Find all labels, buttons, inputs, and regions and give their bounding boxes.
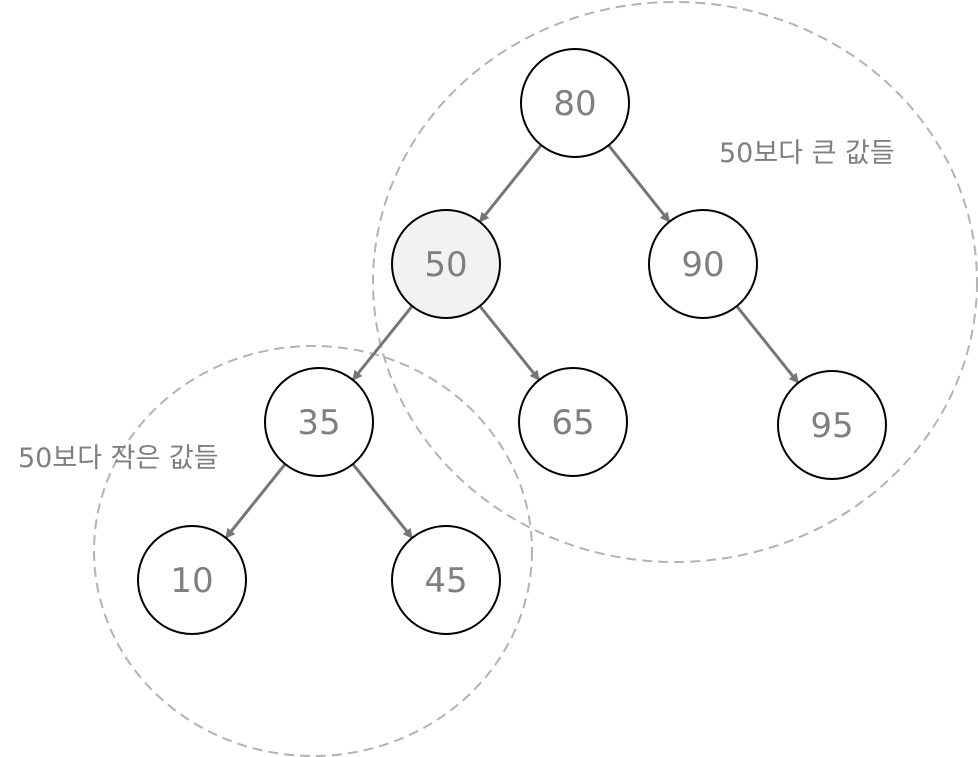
node-label: 50 xyxy=(424,245,467,285)
edges-layer xyxy=(224,144,800,539)
node-label: 45 xyxy=(424,561,467,601)
node-circle xyxy=(264,367,374,477)
node-circle xyxy=(391,525,501,635)
tree-node-65: 65 xyxy=(518,367,628,477)
node-label: 90 xyxy=(681,245,724,285)
group-outline-greater xyxy=(372,1,978,563)
node-label: 95 xyxy=(810,406,853,446)
edge-80-to-90 xyxy=(607,144,671,223)
tree-node-45: 45 xyxy=(391,525,501,635)
node-circle xyxy=(520,48,630,158)
nodes-layer: 80 50 90 35 65 95 10 45 xyxy=(137,48,887,635)
edge-35-to-10 xyxy=(224,463,287,539)
node-label: 80 xyxy=(553,84,596,124)
node-label: 65 xyxy=(551,403,594,443)
edge-50-to-65 xyxy=(478,305,541,381)
node-label: 35 xyxy=(297,403,340,443)
node-circle xyxy=(648,209,758,319)
edge-90-to-95 xyxy=(735,305,800,384)
edge-50-to-35 xyxy=(351,305,414,381)
node-circle xyxy=(391,209,501,319)
tree-node-95: 95 xyxy=(777,370,887,480)
group-label-greater: 50보다 큰 값들 xyxy=(719,138,895,169)
node-circle xyxy=(777,370,887,480)
group-outline-less xyxy=(93,345,533,757)
tree-node-90: 90 xyxy=(648,209,758,319)
tree-node-10: 10 xyxy=(137,525,247,635)
edge-80-to-50 xyxy=(478,144,543,223)
group-label-less: 50보다 작은 값들 xyxy=(18,443,219,474)
tree-node-35: 35 xyxy=(264,367,374,477)
edge-35-to-45 xyxy=(351,463,414,539)
node-label: 10 xyxy=(170,561,213,601)
tree-node-50: 50 xyxy=(391,209,501,319)
tree-node-80: 80 xyxy=(520,48,630,158)
node-circle xyxy=(518,367,628,477)
node-circle xyxy=(137,525,247,635)
